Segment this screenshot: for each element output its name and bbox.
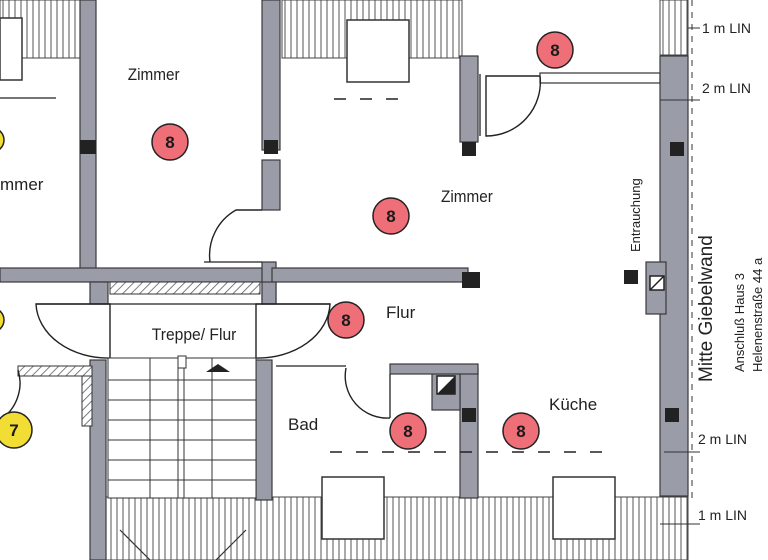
room-label-treppe-flur: Treppe/ Flur [152,325,237,344]
svg-text:8: 8 [165,133,174,152]
room-label-flur: Flur [386,303,416,322]
door-frame-hatch [109,281,261,295]
badge-flur: 8 [327,301,365,339]
svg-text:8: 8 [341,311,350,330]
badge-bad: 8 [389,412,427,450]
stair-diag [215,529,247,560]
badge-zimmer-center: 8 [372,197,410,235]
door-frame-hatch-left [17,365,93,377]
window-top-right-sill [539,72,661,84]
entrauchung-box-diag [649,275,665,291]
label-giebelwand: Mitte Giebelwand [696,235,717,382]
dashed-lines [330,98,610,453]
line-label-3: 2 m LIN [698,431,747,447]
svg-text:8: 8 [550,41,559,60]
window-top-center [346,19,410,83]
svg-text:8: 8 [516,422,525,441]
svg-text:8: 8 [403,422,412,441]
hatched-area-top-right [659,0,689,56]
walls [0,0,689,560]
line-label-2: 2 m LIN [702,80,751,96]
staircase [107,357,257,499]
room-label-zimmer-partial: mmer [0,175,44,194]
room-label-zimmer-center: Zimmer [441,187,493,206]
line-label-4: 1 m LIN [698,507,747,523]
window-top-left [0,17,23,81]
svg-text:7: 7 [9,421,18,440]
badge-kueche: 8 [502,412,540,450]
badge-zimmer-left: 8 [151,123,189,161]
stair-diag [119,529,151,560]
badge-yellow-partial-mid [0,310,5,330]
badge-yellow: 7 [0,411,33,449]
stair-post [177,355,187,369]
badge-top-right: 8 [536,31,574,69]
window-bottom-1 [321,476,385,540]
room-label-bad: Bad [288,415,318,434]
dark-blocks [80,140,684,422]
badge-yellow-partial-top [0,130,5,150]
dimension-lines [660,0,700,525]
wall-hatch-left [81,375,93,427]
room-label-zimmer-left: Zimmer [128,65,180,84]
room-label-kueche: Küche [549,395,597,414]
label-adresse: Helenenstraße 44 a [750,257,765,372]
line-label-1: 1 m LIN [702,20,751,36]
window-bottom-2 [552,476,616,540]
label-anschluss: Anschluß Haus 3 [732,273,747,372]
label-entrauchung: Entrauchung [628,178,643,252]
stair-arrow-icon [206,364,230,372]
vent-box-fill [437,376,455,394]
svg-text:8: 8 [386,207,395,226]
